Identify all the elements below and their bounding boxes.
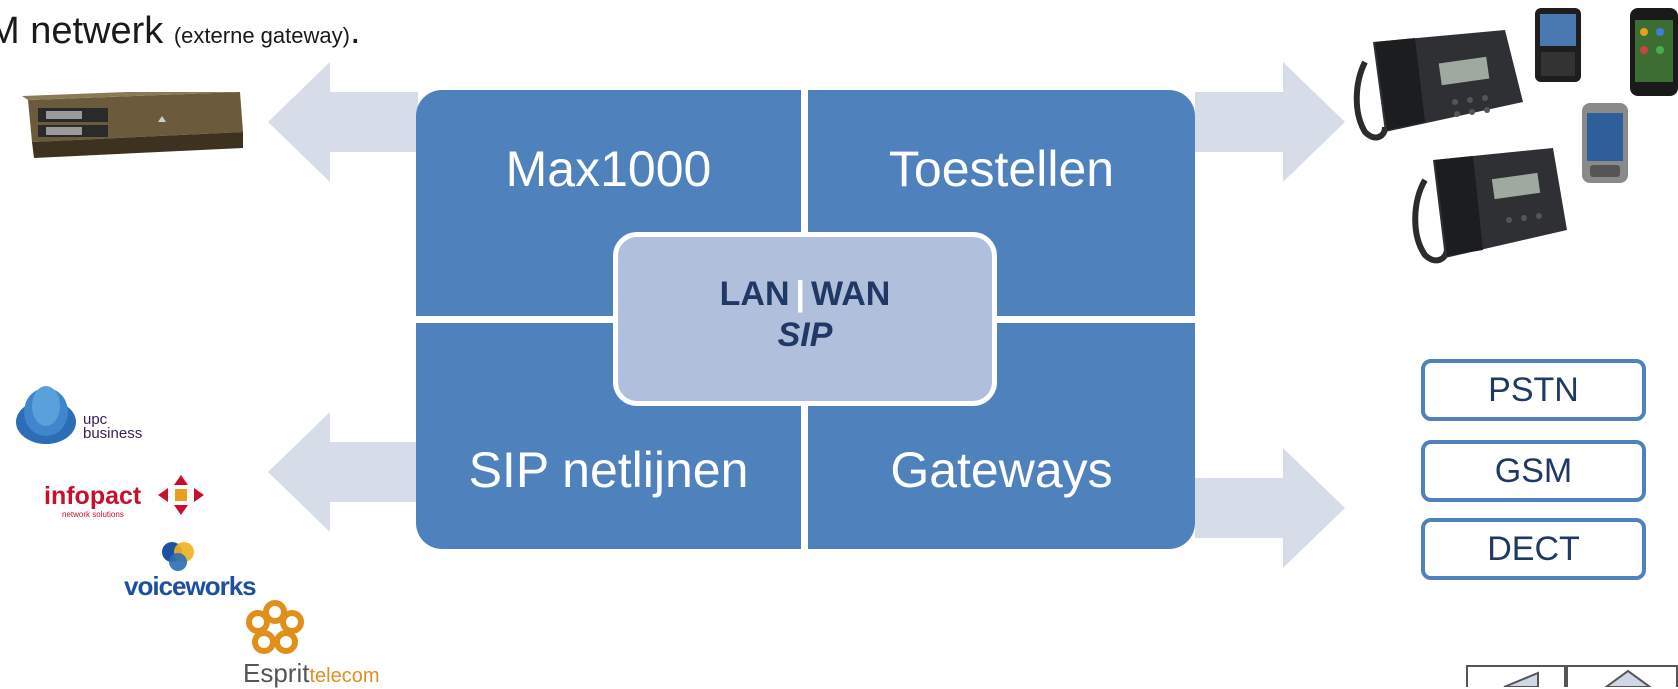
esprit-logo-name: Esprit — [243, 658, 310, 688]
upc-logo-icon — [16, 386, 76, 444]
gateway-device-icon — [22, 92, 243, 158]
page-heading: M netwerk (externe gateway). — [0, 10, 361, 53]
quadrant-max1000-label: Max1000 — [505, 141, 712, 197]
center-protocol: SIP — [777, 316, 833, 354]
desk-phone-icon — [1412, 148, 1567, 264]
nav-home-button[interactable] — [1566, 665, 1678, 687]
nav-back-button[interactable] — [1466, 665, 1566, 687]
gateway-box-gsm: GSM — [1421, 440, 1646, 502]
smartphone-icon — [1582, 103, 1628, 183]
heading-sub: (externe gateway) — [173, 23, 350, 48]
smartphone-icon — [1535, 8, 1581, 82]
infopact-logo-sub: network solutions — [62, 510, 124, 519]
center-lan: LAN — [719, 275, 790, 313]
gateway-box-pstn-label: PSTN — [1488, 370, 1579, 409]
quadrant-sip-netlijnen-label: SIP netlijnen — [468, 442, 749, 498]
arrow-left-top-icon — [268, 62, 418, 182]
arrow-right-top-icon — [1195, 62, 1345, 182]
center-lan-wan-box: LAN|WAN SIP — [613, 232, 997, 406]
esprit-logo-suffix: telecom — [309, 665, 380, 687]
quadrant-toestellen-label: Toestellen — [888, 141, 1115, 197]
voiceworks-logo-icon — [162, 542, 194, 571]
esprit-logo-icon — [246, 600, 304, 654]
quadrant-gateways-label: Gateways — [890, 442, 1113, 498]
desk-phone-icon — [1353, 30, 1523, 141]
upc-logo-text: upc business — [83, 411, 143, 442]
center-separator: | — [795, 275, 806, 313]
arrow-left-bottom-icon — [268, 412, 418, 532]
nav-back-icon — [1503, 671, 1539, 687]
infopact-logo-icon — [158, 475, 204, 515]
voiceworks-logo-text: voiceworks — [124, 571, 257, 601]
upc-logo-line2: business — [83, 425, 143, 442]
gateway-box-pstn: PSTN — [1421, 359, 1646, 421]
nav-home-icon — [1604, 669, 1652, 687]
infopact-logo-text: infopact — [44, 482, 142, 510]
quadrant-sip-netlijnen: SIP netlijnen — [416, 323, 801, 549]
heading-main: M netwerk — [0, 10, 164, 52]
esprit-logo-text: Esprittelecom — [243, 658, 380, 689]
heading-end: . — [349, 10, 361, 52]
gateway-box-dect-label: DECT — [1487, 529, 1580, 568]
arrow-right-bottom-icon — [1195, 448, 1345, 568]
center-wan: WAN — [811, 275, 891, 313]
gateway-box-dect: DECT — [1421, 518, 1646, 580]
quadrant-max1000: Max1000 — [416, 90, 801, 316]
gateway-box-gsm-label: GSM — [1494, 451, 1573, 490]
smartphone-icon — [1630, 8, 1678, 96]
upc-logo-line1: upc — [83, 411, 108, 428]
